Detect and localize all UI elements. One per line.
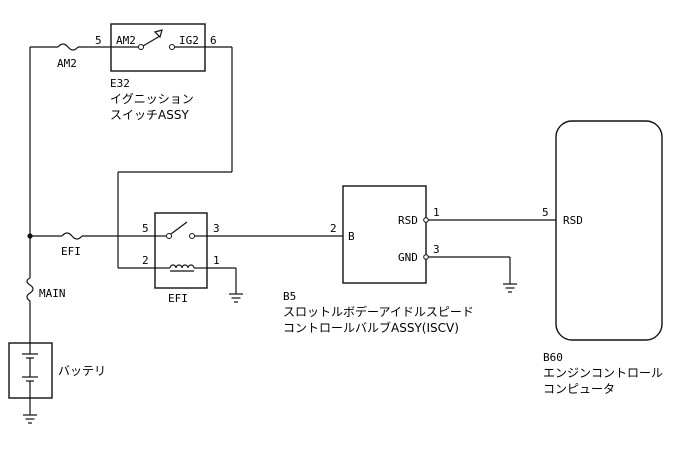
iscv-gnd-pin xyxy=(423,254,429,260)
relay-pin-5: 5 xyxy=(142,222,149,235)
iscv-code: B5 xyxy=(283,290,296,303)
fuse-main-label: MAIN xyxy=(39,287,66,300)
battery-icon xyxy=(22,343,38,398)
relay-pin-1: 1 xyxy=(213,254,220,267)
ign-contact-left xyxy=(138,44,144,50)
relay-pin-3: 3 xyxy=(213,222,220,235)
ecu-box xyxy=(555,120,663,341)
ign-code: E32 xyxy=(110,77,130,90)
fuse-am2-label: AM2 xyxy=(57,57,77,70)
iscv-pin-b-label: B xyxy=(348,230,355,243)
ign-contact-right xyxy=(169,44,175,50)
iscv-box xyxy=(342,185,427,284)
iscv-pin-b-num: 2 xyxy=(330,222,337,235)
ecu-name-line2: コンピュータ xyxy=(543,382,615,396)
iscv-name-line2: コントロールバルブASSY(ISCV) xyxy=(283,320,459,335)
fuse-efi-icon xyxy=(61,232,83,240)
ground-icon xyxy=(503,283,517,293)
ecu-pin-label: RSD xyxy=(563,214,583,227)
fuse-efi-label: EFI xyxy=(61,245,81,258)
ign-switch-blade xyxy=(142,35,161,47)
relay-blade xyxy=(170,221,188,235)
efi-relay-box xyxy=(154,212,208,289)
relay-pin-2: 2 xyxy=(142,254,149,267)
relay-coil-icon xyxy=(169,264,195,269)
iscv-pin-rsd-label: RSD xyxy=(398,214,418,227)
ground-icon xyxy=(229,293,243,303)
iscv-pin-gnd-label: GND xyxy=(398,251,418,264)
fuse-main-icon xyxy=(26,277,34,305)
fuse-am2-icon xyxy=(57,43,79,51)
ecu-name-line1: エンジンコントロール xyxy=(543,366,663,380)
ign-pin-left-num: 5 xyxy=(95,34,102,47)
iscv-pin-rsd-num: 1 xyxy=(433,206,440,219)
iscv-pin-gnd-num: 3 xyxy=(433,243,440,256)
iscv-name-line1: スロットルボデーアイドルスピード xyxy=(283,304,474,319)
iscv-rsd-pin xyxy=(423,217,429,223)
battery-label: バッテリ xyxy=(58,364,106,378)
ign-name-line1: イグニッション xyxy=(110,92,194,106)
relay-contact-a xyxy=(166,233,172,239)
ground-icon xyxy=(23,414,37,424)
relay-label: EFI xyxy=(168,292,188,305)
ign-pin-right-label: IG2 xyxy=(179,34,199,47)
ign-name-line2: スイッチASSY xyxy=(110,108,189,122)
ign-pin-right-num: 6 xyxy=(210,34,217,47)
relay-contact-b xyxy=(189,233,195,239)
ecu-code: B60 xyxy=(543,351,563,364)
ign-key-icon xyxy=(153,29,163,39)
ign-pin-left-label: AM2 xyxy=(116,34,136,47)
ecu-pin-num: 5 xyxy=(542,206,549,219)
